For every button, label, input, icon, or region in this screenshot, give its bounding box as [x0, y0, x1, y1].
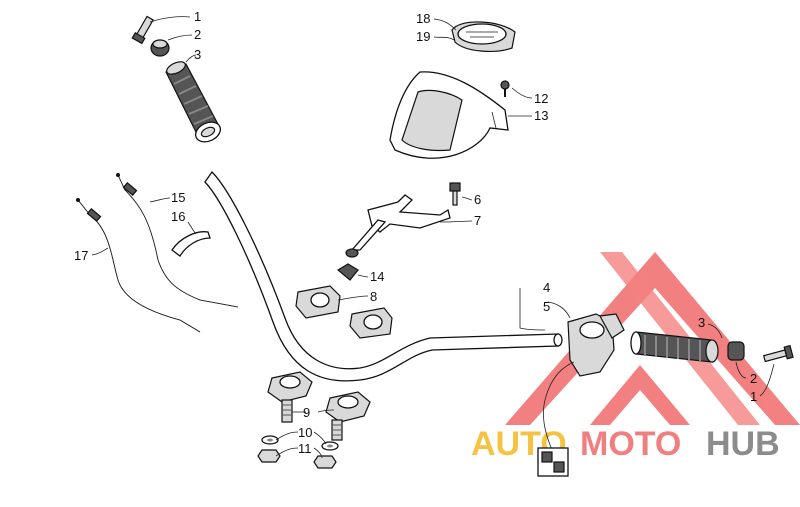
callout-3-right: 3 — [698, 315, 705, 330]
callout-11: 11 — [298, 441, 312, 456]
callout-15: 15 — [171, 190, 185, 205]
throttle-cable — [116, 173, 239, 308]
headlight-bracket — [345, 194, 473, 258]
headlight-pod — [389, 71, 533, 159]
watermark-triangle-icon — [505, 252, 800, 425]
watermark-text-moto: MOTO — [580, 425, 681, 463]
callout-2-right: 2 — [750, 371, 757, 386]
left-grip-assembly — [131, 15, 222, 143]
callout-17: 17 — [74, 248, 88, 263]
callout-3: 3 — [194, 47, 201, 62]
riser-right — [325, 391, 371, 441]
callout-1: 1 — [194, 9, 201, 24]
riser-left — [267, 371, 313, 423]
callout-7: 7 — [474, 213, 481, 228]
callout-16: 16 — [171, 209, 185, 224]
bar-end-cap-icon — [150, 39, 170, 57]
clip-icon — [336, 263, 369, 281]
grip-icon — [165, 61, 222, 143]
callout-14: 14 — [370, 269, 384, 284]
callout-4: 4 — [543, 280, 550, 295]
callout-18: 18 — [416, 11, 430, 26]
watermark-inner-triangle-icon — [590, 365, 690, 425]
throttle-housing — [519, 288, 625, 477]
nut-icon — [257, 449, 337, 469]
callout-2: 2 — [194, 27, 201, 42]
callout-12: 12 — [534, 91, 548, 106]
callout-8: 8 — [370, 289, 377, 304]
callout-13: 13 — [534, 108, 548, 123]
watermark-text: AUTO MOTO HUB — [471, 425, 780, 463]
handlebar — [204, 170, 563, 382]
right-grip-assembly — [630, 323, 794, 397]
screw-icon — [500, 80, 510, 97]
callout-6: 6 — [474, 192, 481, 207]
callout-1-right: 1 — [750, 389, 757, 404]
callout-9: 9 — [303, 405, 310, 420]
callout-19: 19 — [416, 29, 430, 44]
brake-cable — [76, 198, 201, 333]
handlebar-clamp-upper — [295, 285, 393, 339]
cable-tie — [171, 221, 211, 257]
bolt-6-icon — [449, 182, 473, 206]
callout-10: 10 — [298, 425, 312, 440]
speedometer-icon — [433, 18, 516, 52]
bolt-icon — [131, 15, 154, 45]
watermark-text-hub: HUB — [706, 425, 780, 463]
callout-5: 5 — [543, 299, 550, 314]
